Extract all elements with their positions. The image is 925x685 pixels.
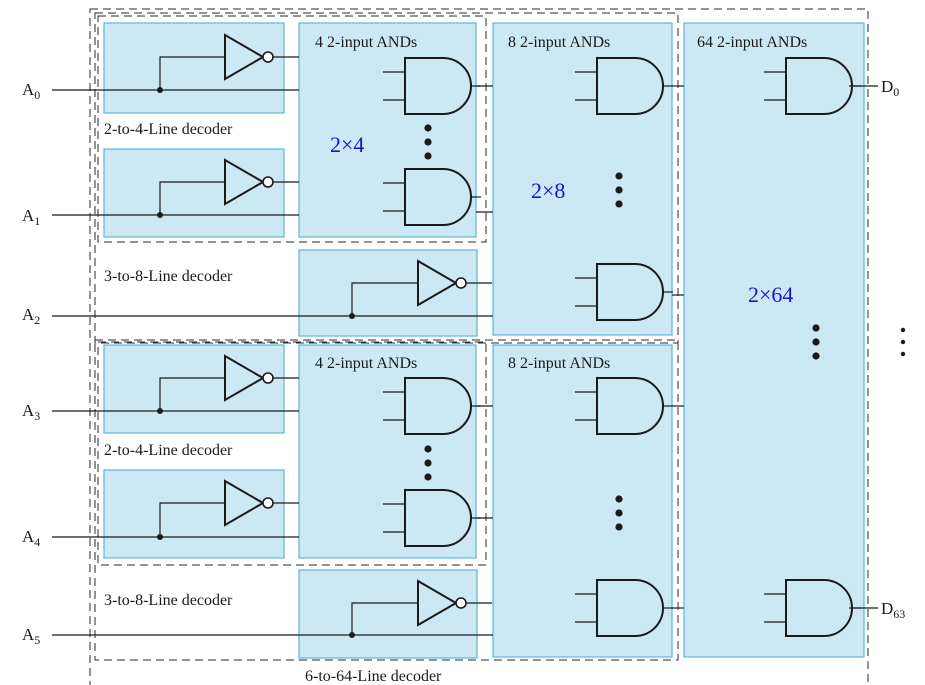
inverter-box-a4 xyxy=(103,469,285,559)
and-gate-body xyxy=(404,168,472,226)
inverter-box-a2 xyxy=(298,249,478,337)
inverter-box-a3 xyxy=(103,344,285,434)
and-gate-body xyxy=(596,579,664,637)
and-gate-body xyxy=(404,377,472,435)
and-gate-body xyxy=(785,579,853,637)
and-gate xyxy=(575,377,673,435)
and8-box-top xyxy=(492,22,673,336)
and-gate-array xyxy=(383,57,862,637)
not-gate-triangle-a1 xyxy=(224,158,265,206)
not-gate-triangle-a2 xyxy=(417,259,458,307)
and64-label: 64 2-input ANDs xyxy=(697,34,807,51)
inverter-a0 xyxy=(52,33,299,93)
input-label-a0: A0 xyxy=(22,80,40,102)
not-gate-bubble-a3 xyxy=(262,372,274,384)
input-label-a1: A1 xyxy=(22,206,40,228)
not-gate-triangle-a4 xyxy=(224,479,265,527)
inverter-stages xyxy=(52,33,493,638)
branch-wire-a0 xyxy=(159,56,225,90)
not-gate-triangle-a3 xyxy=(224,354,265,402)
and64-box xyxy=(683,22,865,658)
multiplier-2x4: 2×4 xyxy=(330,132,364,157)
not-gate-bubble-a2 xyxy=(455,277,467,289)
branch-wire-a4 xyxy=(159,502,225,537)
decoder-2to4-group-bottom xyxy=(97,341,487,566)
and-gate-body xyxy=(596,263,664,321)
branch-wire-a3 xyxy=(159,377,225,411)
stage-connections xyxy=(476,85,878,609)
multiplier-2x8: 2×8 xyxy=(531,178,565,203)
dec38-bottom-label: 3-to-8-Line decoder xyxy=(104,592,233,609)
not-gate-bubble-a5 xyxy=(455,597,467,609)
and8-top-label: 8 2-input ANDs xyxy=(508,34,610,51)
and-gate xyxy=(575,579,673,637)
input-label-a4: A4 xyxy=(22,527,40,549)
and-gate-body xyxy=(404,489,472,547)
output-label-d0: D0 xyxy=(881,77,899,99)
and8-bottom-label: 8 2-input ANDs xyxy=(508,355,610,372)
and-gate-body xyxy=(404,57,472,115)
input-labels: A0 A1 A2 A3 A4 A5 xyxy=(22,80,40,647)
inverter-box-a5 xyxy=(298,569,478,659)
and8-box-bottom xyxy=(492,344,673,658)
branch-wire-a2 xyxy=(351,282,418,316)
dec24-bottom-label: 2-to-4-Line decoder xyxy=(104,442,233,459)
not-gate-bubble-a4 xyxy=(262,497,274,509)
dec24-top-label: 2-to-4-Line decoder xyxy=(104,121,233,138)
inverter-box-a1 xyxy=(103,148,285,238)
and4-box-bottom xyxy=(298,344,477,559)
and-gate xyxy=(575,57,673,115)
and-gate-body xyxy=(596,377,664,435)
and4-top-label: 4 2-input ANDs xyxy=(315,34,417,51)
inverter-box-a0 xyxy=(103,22,285,114)
and-gate-body xyxy=(785,57,853,115)
decoder-3to8-group-bottom xyxy=(94,339,679,661)
decoder-6to64-group xyxy=(89,8,869,685)
branch-wire-a5 xyxy=(351,602,418,635)
dec38-top-label: 3-to-8-Line decoder xyxy=(104,268,233,285)
not-gate-triangle-a0 xyxy=(224,33,265,81)
not-gate-triangle-a5 xyxy=(417,579,458,627)
branch-wire-a1 xyxy=(159,181,225,215)
output-label-d63: D63 xyxy=(881,599,905,621)
inverter-a4 xyxy=(52,479,299,540)
and-gate xyxy=(383,168,481,226)
and4-box-top xyxy=(298,22,477,238)
multiplier-2x64: 2×64 xyxy=(748,282,793,307)
inverter-a5 xyxy=(52,579,493,638)
output-labels: D0 D63 xyxy=(881,77,905,621)
not-gate-bubble-a1 xyxy=(262,176,274,188)
and-gate xyxy=(575,263,673,321)
input-label-a2: A2 xyxy=(22,305,40,327)
not-gate-bubble-a0 xyxy=(262,51,274,63)
inverter-a3 xyxy=(52,354,299,414)
ellipsis-dots xyxy=(424,124,906,531)
decoder-2to4-group-top xyxy=(97,15,487,243)
input-label-a5: A5 xyxy=(22,625,40,647)
dec664-label: 6-to-64-Line decoder xyxy=(305,668,442,685)
inverter-a2 xyxy=(52,259,493,319)
inverter-a1 xyxy=(52,158,299,218)
and4-bottom-label: 4 2-input ANDs xyxy=(315,355,417,372)
and-gate-body xyxy=(596,57,664,115)
decoder-3to8-group-top xyxy=(94,12,679,344)
input-label-a3: A3 xyxy=(22,401,40,423)
